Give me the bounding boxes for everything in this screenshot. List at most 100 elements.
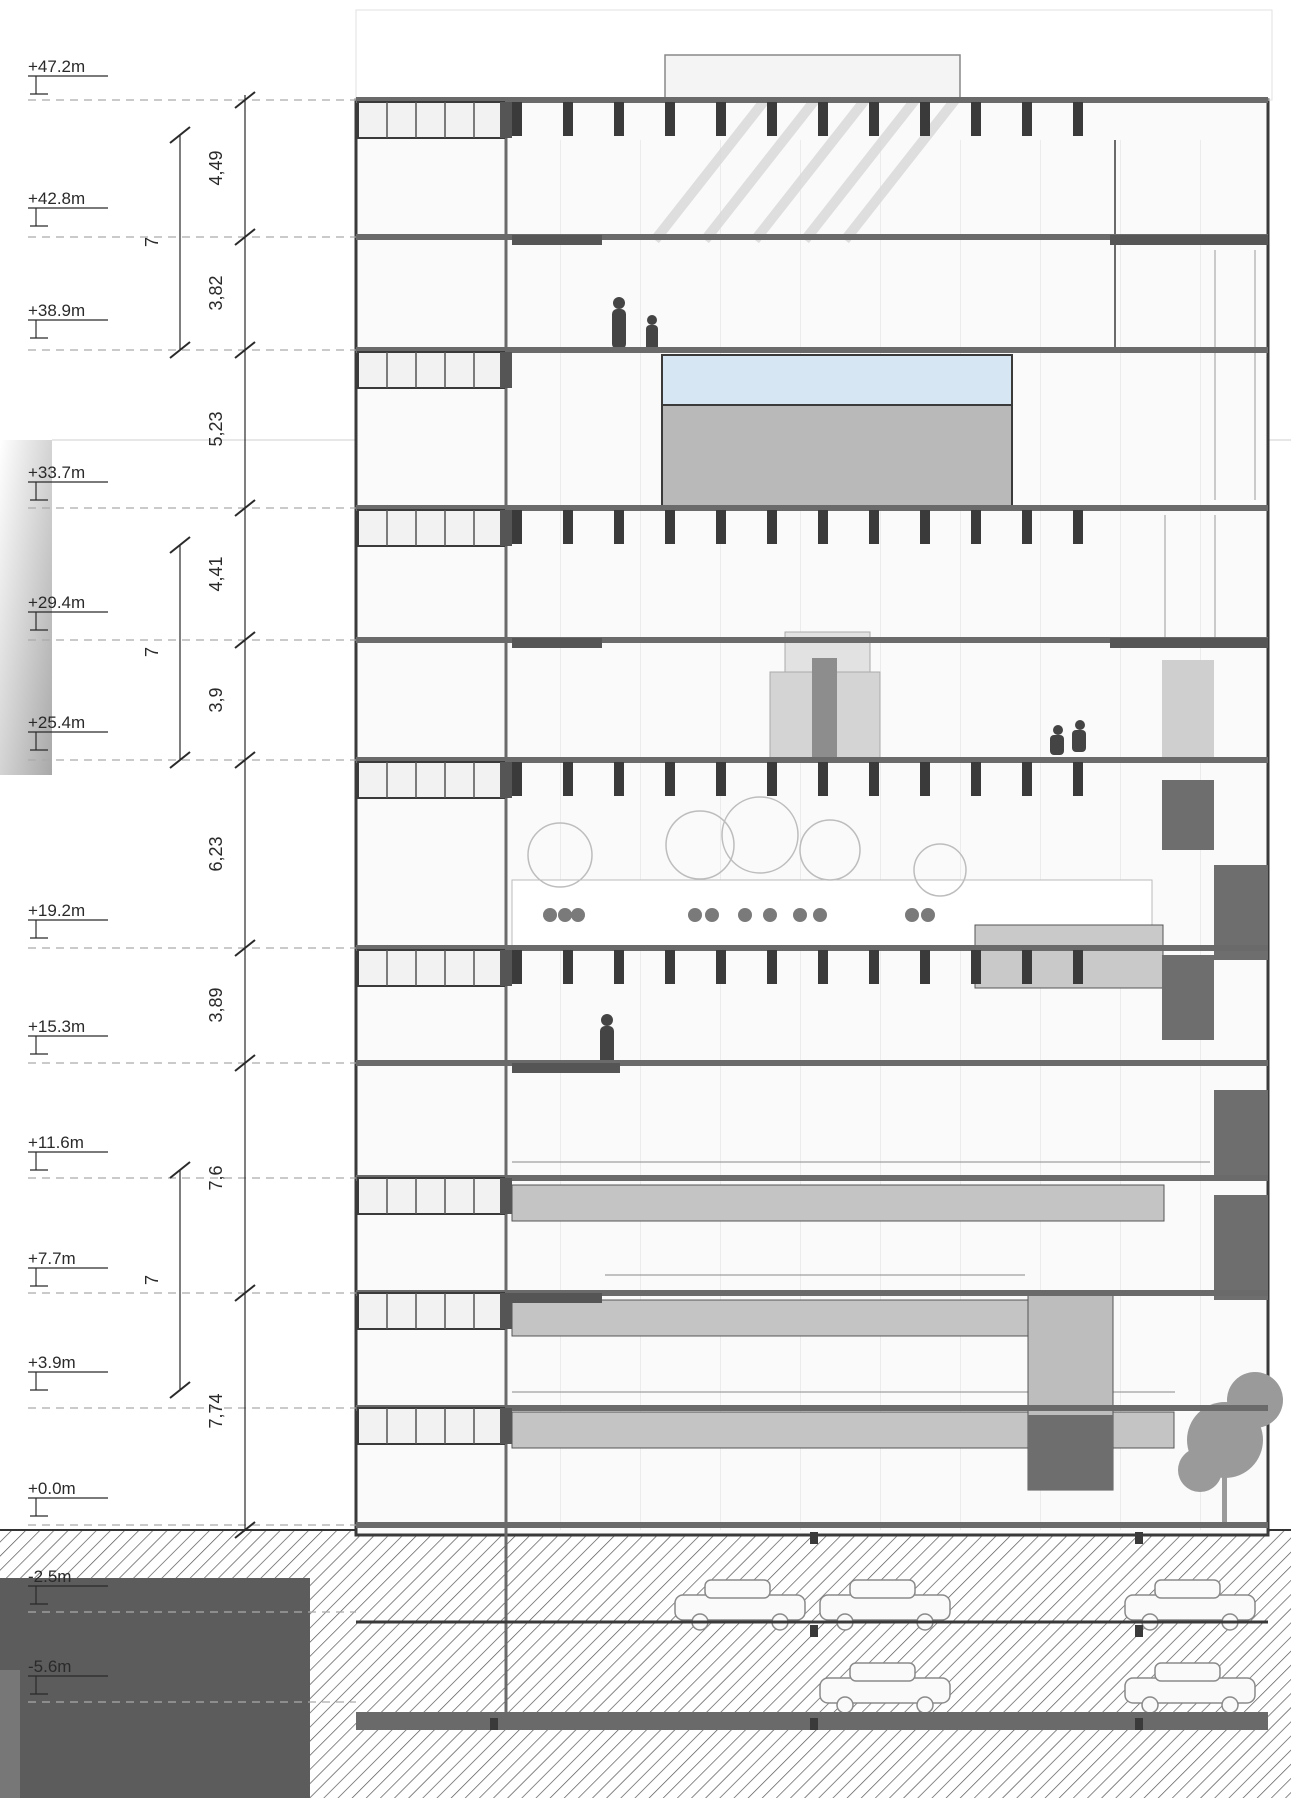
beam — [665, 762, 675, 796]
roof-beams — [512, 102, 1083, 984]
sculpture-core — [812, 658, 837, 760]
beam — [614, 762, 624, 796]
beam — [767, 950, 777, 984]
beam — [665, 510, 675, 544]
overall-dimension-label: 7 — [142, 647, 162, 657]
beam — [614, 102, 624, 136]
car — [674, 1579, 806, 1631]
dimension-label: 7,74 — [206, 1393, 226, 1428]
window-bay — [357, 949, 505, 987]
beam — [665, 950, 675, 984]
beam — [512, 762, 522, 796]
beam — [1022, 510, 1032, 544]
level-marker: +47.2m — [28, 57, 356, 101]
overall-dimension-label: 7 — [142, 237, 162, 247]
overall-dimension-label: 7 — [142, 1275, 162, 1285]
stair-right-4 — [1214, 1090, 1268, 1175]
shrubs — [543, 908, 935, 922]
beam — [920, 102, 930, 136]
beam — [971, 102, 981, 136]
floor-slab — [356, 1175, 1268, 1181]
beam — [1022, 102, 1032, 136]
level-markers: +47.2m +42.8m +38.9m +33.7m +29.4m +25.4m +19.… — [28, 57, 356, 1703]
window-bay — [357, 1407, 505, 1445]
dimension-label: 3,89 — [206, 987, 226, 1022]
floor-slabs — [356, 97, 1268, 1528]
beam — [716, 762, 726, 796]
beam — [1073, 950, 1083, 984]
beam — [512, 510, 522, 544]
stair-right-1 — [1162, 780, 1214, 850]
people — [600, 297, 1086, 1068]
ground-dark-lower — [0, 1670, 20, 1798]
beam — [563, 762, 573, 796]
beam — [869, 102, 879, 136]
person — [646, 315, 658, 353]
stair-right-2 — [1162, 955, 1214, 1040]
level-marker: +29.4m — [28, 593, 356, 641]
level-label: -5.6m — [28, 1657, 71, 1676]
level-label: +7.7m — [28, 1249, 76, 1268]
dimension-label: 7,6 — [206, 1165, 226, 1190]
level-marker: +33.7m — [28, 463, 356, 509]
beam — [563, 102, 573, 136]
beam — [920, 510, 930, 544]
level-label: +19.2m — [28, 901, 85, 920]
beam — [920, 762, 930, 796]
level-label: +47.2m — [28, 57, 85, 76]
skylight — [664, 54, 961, 101]
level-marker: +3.9m — [28, 1353, 356, 1409]
beam — [512, 102, 522, 136]
car — [1124, 1579, 1256, 1631]
stair-right-5 — [1214, 1195, 1268, 1300]
dimension-label: 5,23 — [206, 411, 226, 446]
parking-columns — [490, 1532, 1143, 1730]
dimension-label: 6,23 — [206, 836, 226, 871]
ramp-19m — [974, 924, 1164, 989]
beam — [716, 510, 726, 544]
level-label: +38.9m — [28, 301, 85, 320]
window-bay — [357, 351, 505, 389]
window-bay — [357, 101, 505, 139]
floor-slab — [356, 637, 1268, 643]
trees — [527, 796, 967, 897]
floor-slab — [356, 347, 1268, 353]
ground-dark-mass — [0, 1578, 310, 1798]
level-label: +33.7m — [28, 463, 85, 482]
beam — [869, 950, 879, 984]
beam — [869, 762, 879, 796]
beam — [818, 762, 828, 796]
person — [1050, 725, 1064, 755]
floor-slab — [356, 1522, 1268, 1528]
beam — [1073, 762, 1083, 796]
stair-right-3 — [1214, 865, 1268, 960]
window-bay — [357, 509, 505, 547]
beam — [971, 762, 981, 796]
level-label: +3.9m — [28, 1353, 76, 1372]
level-label: +15.3m — [28, 1017, 85, 1036]
beam — [767, 102, 777, 136]
left-gradient-panel — [0, 440, 52, 775]
car — [1124, 1662, 1256, 1714]
window-bay — [357, 1177, 505, 1215]
beam — [818, 510, 828, 544]
level-marker: +42.8m — [28, 189, 356, 238]
pool-water — [661, 354, 1013, 406]
beam — [920, 950, 930, 984]
level-label: +29.4m — [28, 593, 85, 612]
building — [354, 9, 1283, 1730]
dimension-label: 3,82 — [206, 275, 226, 310]
floor-slab — [356, 505, 1268, 511]
floor-slab — [356, 945, 1268, 951]
beam — [716, 102, 726, 136]
beam — [1022, 950, 1032, 984]
beam — [1073, 510, 1083, 544]
dimension-label: 4,41 — [206, 556, 226, 591]
stair-upper-light — [1162, 660, 1214, 760]
level-marker: +15.3m — [28, 1017, 356, 1064]
ramp-11m — [511, 1184, 1165, 1222]
level-marker: +25.4m — [28, 713, 356, 761]
floor-slab — [356, 757, 1268, 763]
level-marker: -5.6m — [28, 1657, 356, 1703]
